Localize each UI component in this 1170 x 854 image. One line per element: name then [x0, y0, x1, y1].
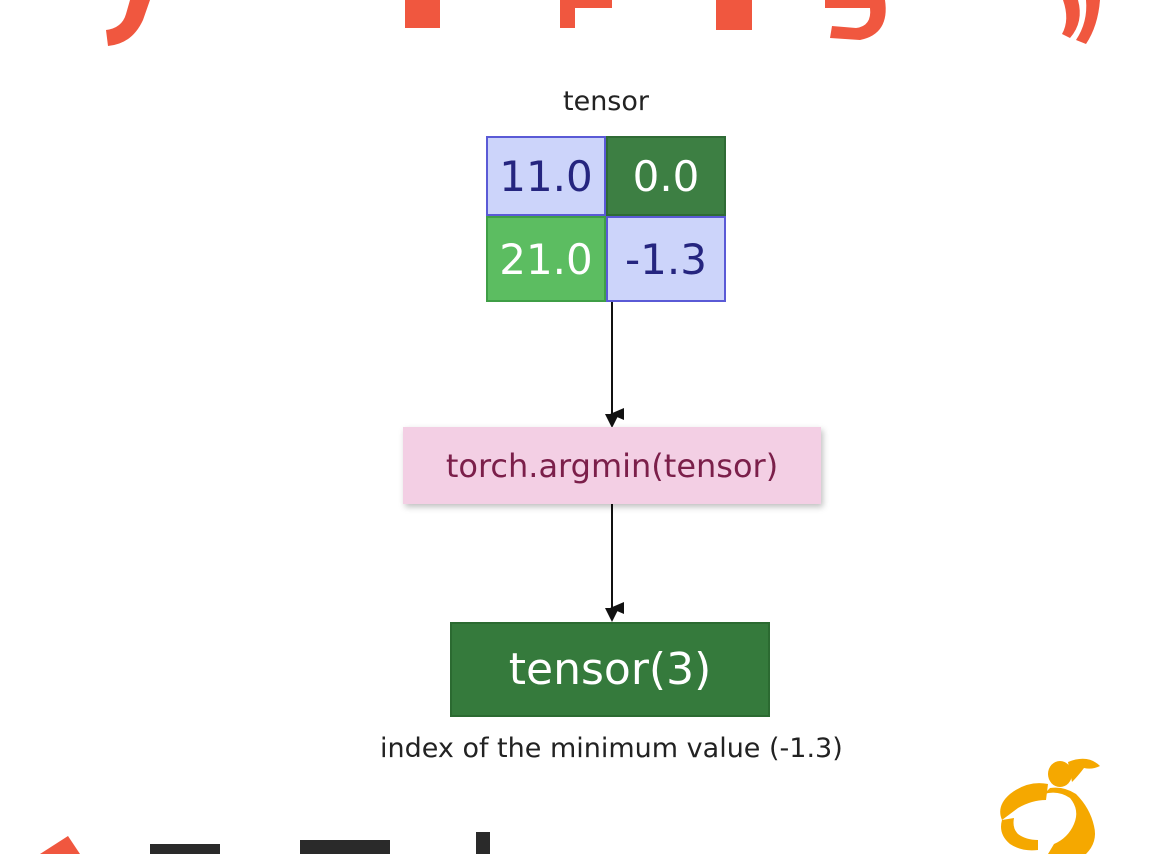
tensor-cell-1-1: -1.3 — [606, 216, 726, 302]
cropped-title — [106, 0, 1100, 46]
result-caption: index of the minimum value (-1.3) — [300, 733, 960, 764]
tensor-cell-0-0: 11.0 — [486, 136, 606, 216]
caption-text: index of the minimum value (-1.3) — [380, 733, 843, 764]
tensor-cell-0-1: 0.0 — [606, 136, 726, 216]
person-stretching-logo-icon — [1000, 758, 1100, 854]
result-box: tensor(3) — [450, 622, 770, 717]
arrowhead-1 — [605, 414, 619, 428]
function-call-box: torch.argmin(tensor) — [403, 427, 821, 504]
tensor-cell-1-0: 21.0 — [486, 216, 606, 302]
arrowhead-2 — [605, 608, 619, 622]
tensor-label: tensor — [563, 86, 649, 117]
tensor-grid: 11.0 0.0 21.0 -1.3 — [486, 136, 726, 302]
cropped-bottom-wordmark — [40, 832, 490, 854]
